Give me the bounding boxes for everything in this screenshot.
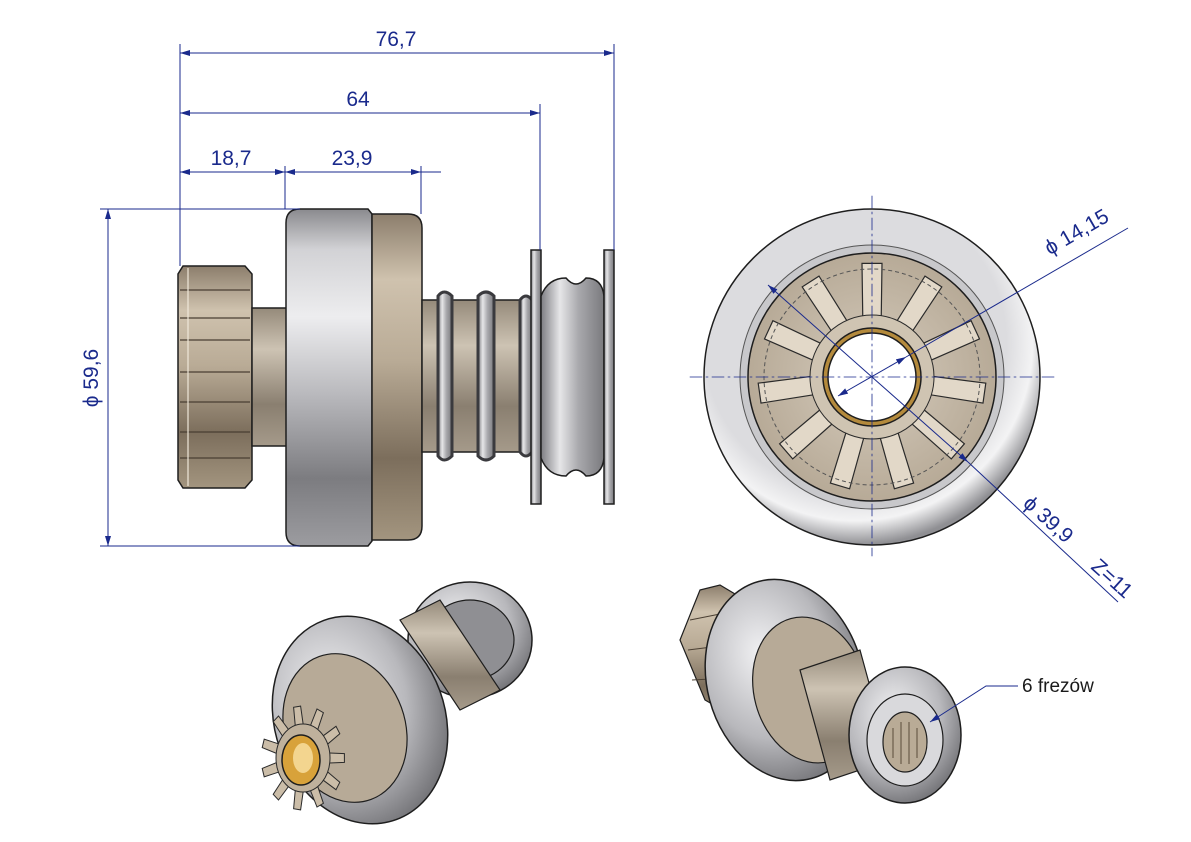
flange-hub [540, 277, 605, 477]
side-view [177, 208, 615, 547]
iso-view-front [261, 581, 533, 825]
dim-pinion-diameter: ϕ 39,9 [1019, 492, 1078, 548]
dim-clutch-length: 23,9 [332, 147, 373, 170]
dimensions [100, 44, 1129, 723]
drive-shaft [251, 307, 289, 447]
note-splines: 6 frezów [1022, 676, 1094, 697]
dim-length-to-flange: 64 [346, 88, 370, 111]
dim-pinion-length: 18,7 [211, 147, 252, 170]
front-flange [530, 249, 542, 505]
dim-bore-diameter: ϕ 14,15 [1041, 205, 1113, 260]
pinion-gear [177, 265, 253, 489]
dim-outer-diameter: ϕ 59,6 [80, 349, 103, 407]
spline-bore [882, 711, 928, 773]
return-spring [436, 290, 534, 462]
rear-flange [603, 249, 615, 505]
clutch-housing [285, 208, 373, 547]
iso-view-rear [679, 578, 962, 804]
dim-overall-length: 76,7 [376, 28, 417, 51]
clutch-collar [371, 213, 423, 541]
end-view [689, 195, 1059, 557]
